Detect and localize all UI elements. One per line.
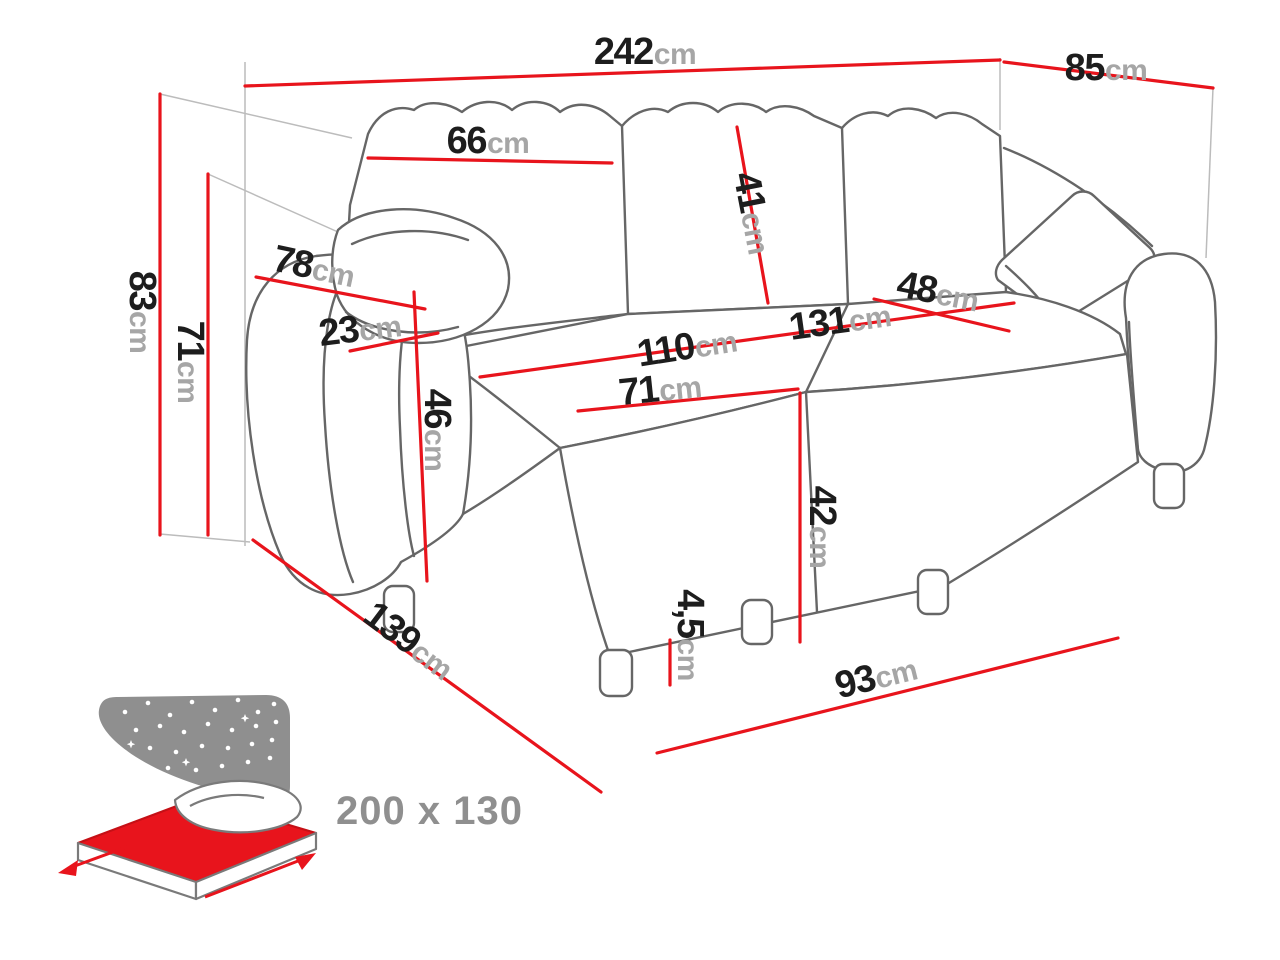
sleeping-area-size: 200 x 130 (336, 789, 523, 833)
left-pillow (331, 208, 511, 345)
armrest-to-seat-edge (461, 446, 562, 516)
stars (122, 697, 279, 773)
dimension-lines (158, 58, 1215, 794)
sofa-leg (598, 648, 634, 698)
dim-line-seat-length (478, 301, 1016, 379)
sofa-base (558, 352, 1140, 658)
duvet (173, 779, 302, 834)
fold-out-bed (76, 779, 318, 901)
dim-line-side-depth (251, 538, 603, 794)
dim-line-total-width (243, 58, 1002, 88)
left-armrest-roll (322, 266, 355, 584)
dim-line-seat-cushion-depth (872, 297, 1011, 333)
back-cushion-seam-left (620, 124, 630, 316)
sofa-leg (382, 584, 416, 634)
dim-line-armrest-depth (254, 275, 427, 311)
dim-line-armrest-width (348, 331, 440, 353)
duvet-crease (189, 793, 265, 807)
dim-armrest-height: 71cm (169, 320, 211, 404)
seat-cushion-seam (804, 302, 850, 394)
right-armrest-roll (1127, 320, 1140, 452)
sofa-leg (1152, 462, 1186, 510)
dim-total-height: 83cm (121, 270, 163, 354)
guide-lines (159, 58, 1214, 546)
dim-line-front-width (655, 636, 1120, 755)
dim-seat-height: 42cm (801, 485, 843, 569)
left-pillow-crease (350, 229, 470, 246)
dim-back-cushion-width: 66cm (446, 120, 530, 162)
unfold-arrows (58, 843, 316, 899)
dim-line-depth-right (1002, 60, 1215, 90)
dim-line-back-cushion-width (366, 156, 614, 165)
back-to-arm-edge (1002, 146, 1154, 248)
bed-side-right (194, 831, 318, 901)
sofa-leg (740, 598, 774, 646)
left-pillow-curl (344, 310, 460, 334)
back-cushion-seam-right (840, 126, 850, 306)
headboard-shape (98, 695, 290, 804)
dim-leg-height: 4,5cm (669, 589, 711, 681)
base-corner-edge (804, 390, 819, 614)
dim-line-back-cushion-height (735, 125, 770, 305)
sleeping-area-icon (58, 695, 318, 901)
sofa-leg (916, 568, 950, 616)
dim-line-armrest-above-seat (412, 290, 429, 583)
dim-armrest-above-seat: 46cm (416, 388, 458, 472)
dim-total-width: 242cm (593, 31, 697, 73)
dim-depth-right: 85cm (1064, 47, 1148, 89)
dim-line-chaise-width (576, 387, 800, 413)
